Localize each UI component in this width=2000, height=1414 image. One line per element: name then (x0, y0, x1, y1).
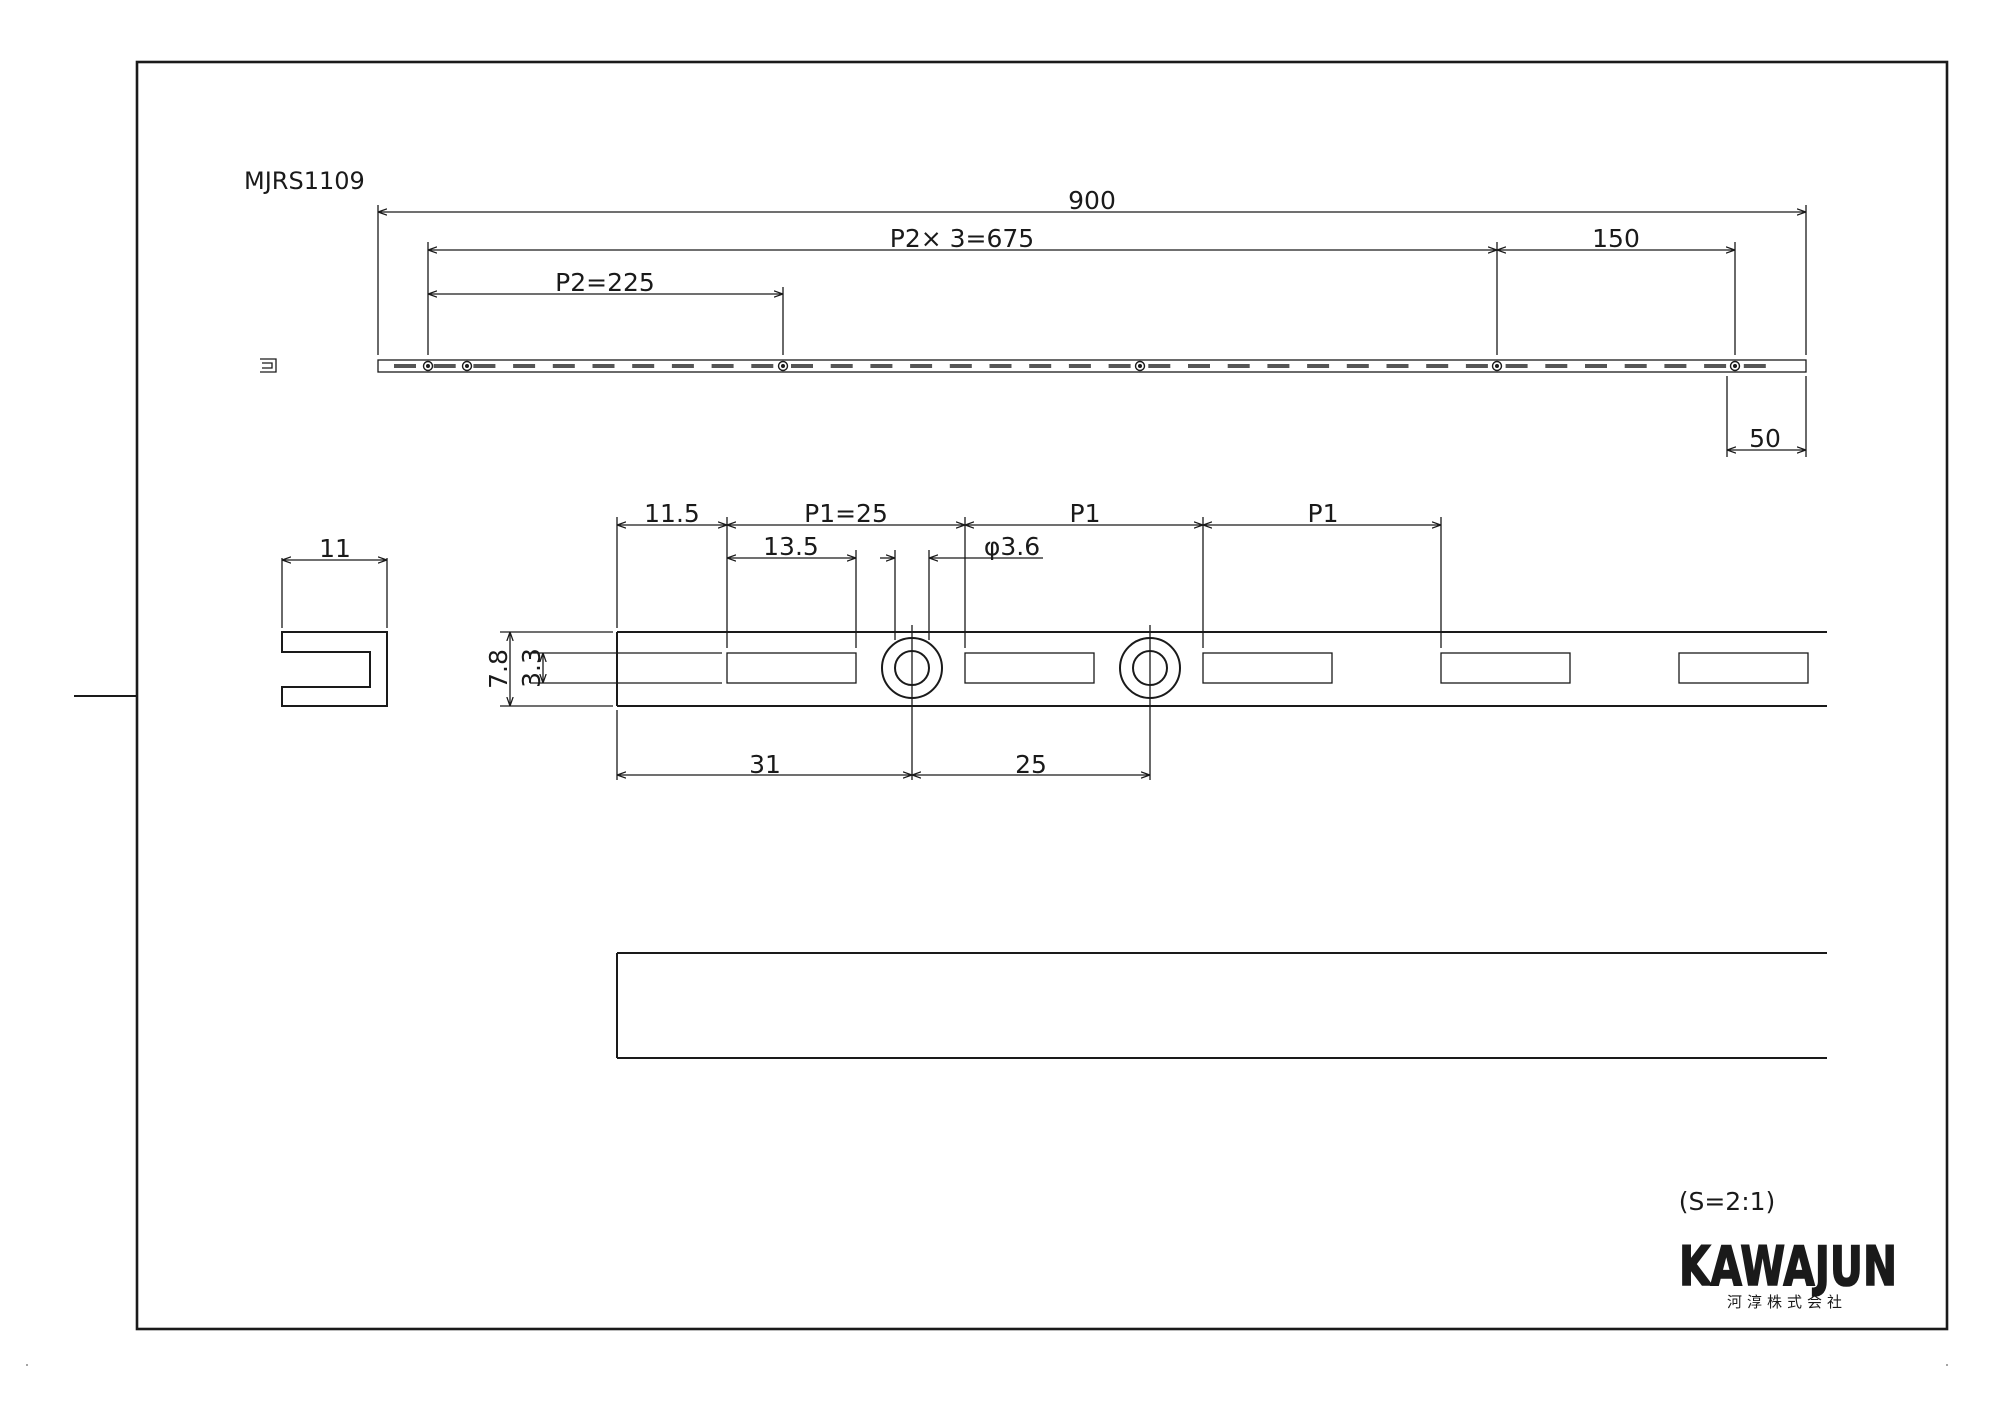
rail-hole (1491, 360, 1503, 372)
rail-slot (1386, 364, 1409, 368)
rail-slot (1267, 364, 1290, 368)
logo-text-jp: 河淳株式会社 (1727, 1293, 1847, 1311)
detail-slot (1202, 652, 1333, 684)
dim-31: 31 (749, 750, 781, 779)
dim-row-pitch: 11.5 P1=25 P1 P1 (617, 499, 1441, 528)
model-label: MJRS1109 (244, 167, 365, 195)
rail-slot (1108, 364, 1131, 368)
rail-hole (422, 360, 434, 372)
dim-50: 50 (1749, 424, 1781, 453)
rail-slot (1188, 364, 1210, 368)
dim-bottom: 31 25 (616, 710, 1150, 780)
dim-p1-b: P1 (1308, 499, 1339, 528)
rail-slot (1585, 364, 1607, 368)
rail-slot (830, 364, 853, 368)
rail-slot (1624, 364, 1647, 368)
dim-25: 25 (1015, 750, 1047, 779)
overall-dimension: 900 (377, 186, 1807, 355)
rail-slot (711, 364, 734, 368)
side-view (616, 952, 1827, 1059)
dim-row-slot: 13.5 φ3.6 (727, 532, 1043, 561)
dim-11-5: 11.5 (644, 499, 700, 528)
rail-hole (1729, 360, 1741, 372)
end-150-dimension: 150 (1497, 224, 1736, 355)
rail-hole-inner (1733, 364, 1737, 368)
rail-slot (1068, 364, 1091, 368)
rail-hole-inner (1495, 364, 1499, 368)
corner-dot (1946, 1364, 1948, 1366)
rail-slot (1743, 364, 1766, 368)
rail-hole-inner (1138, 364, 1142, 368)
detail-slot (964, 652, 1095, 684)
rail-hole (1134, 360, 1146, 372)
rail-slot (513, 364, 536, 368)
rail-slot (1148, 364, 1171, 368)
dim-p1-25: P1=25 (804, 499, 888, 528)
cross-section-profile: 11 (281, 534, 388, 707)
rail-slot (433, 364, 456, 368)
dim-150: 150 (1592, 224, 1640, 253)
rail-slot (1227, 364, 1250, 368)
end-50-dimension: 50 (1726, 376, 1807, 457)
rail-slot (473, 364, 496, 368)
rail-slot (671, 364, 694, 368)
dim-11: 11 (319, 534, 351, 563)
scale-label: (S=2:1) (1679, 1187, 1776, 1216)
detail-slot (726, 652, 857, 684)
rail-slot (870, 364, 893, 368)
corner-dot (26, 1364, 28, 1366)
dim-900: 900 (1068, 186, 1116, 215)
rail-slot (989, 364, 1012, 368)
detail-rail (616, 631, 1827, 707)
profile-symbol (260, 358, 277, 373)
rail-slot (1505, 364, 1528, 368)
rail-hole-inner (465, 364, 469, 368)
dim-p2: P2=225 (555, 268, 655, 297)
rail-slot (552, 364, 575, 368)
dim-phi: φ3.6 (984, 532, 1040, 561)
dim-7-8: 7.8 (484, 649, 513, 689)
rail-hole (777, 360, 789, 372)
rail-slot (1426, 364, 1449, 368)
rail-slot (1029, 364, 1052, 368)
p2x3-dimension: P2× 3=675 (427, 224, 1498, 355)
company-logo: KAWAJUN 河淳株式会社 (1678, 1234, 1898, 1311)
detail-slot (1678, 652, 1809, 684)
rail-slot (1346, 364, 1369, 368)
rail-slot (632, 364, 655, 368)
p2-dimension: P2=225 (428, 268, 784, 355)
logo-text-en: KAWAJUN (1679, 1235, 1897, 1298)
rail-slot (1664, 364, 1687, 368)
rail-slot (791, 364, 813, 368)
rail-slot (592, 364, 615, 368)
rail-slot (751, 364, 774, 368)
full-length-rail (377, 359, 1807, 373)
detail-slot (1440, 652, 1571, 684)
dim-p1-a: P1 (1070, 499, 1101, 528)
rail-slot (394, 364, 416, 368)
dim-13-5: 13.5 (763, 532, 819, 561)
drawing-frame (135, 60, 1949, 1331)
dim-3-3: 3.3 (517, 648, 546, 688)
rail-slot (1704, 364, 1727, 368)
rail-slot (910, 364, 933, 368)
dim-p2x3: P2× 3=675 (890, 224, 1034, 253)
rail-slot (1545, 364, 1568, 368)
rail-hole-inner (426, 364, 430, 368)
rail-slot (1307, 364, 1330, 368)
dim-vertical: 7.8 3.3 (484, 631, 722, 707)
rail-slot (1465, 364, 1488, 368)
rail-hole-inner (781, 364, 785, 368)
rail-slot (949, 364, 972, 368)
rail-hole (461, 360, 473, 372)
